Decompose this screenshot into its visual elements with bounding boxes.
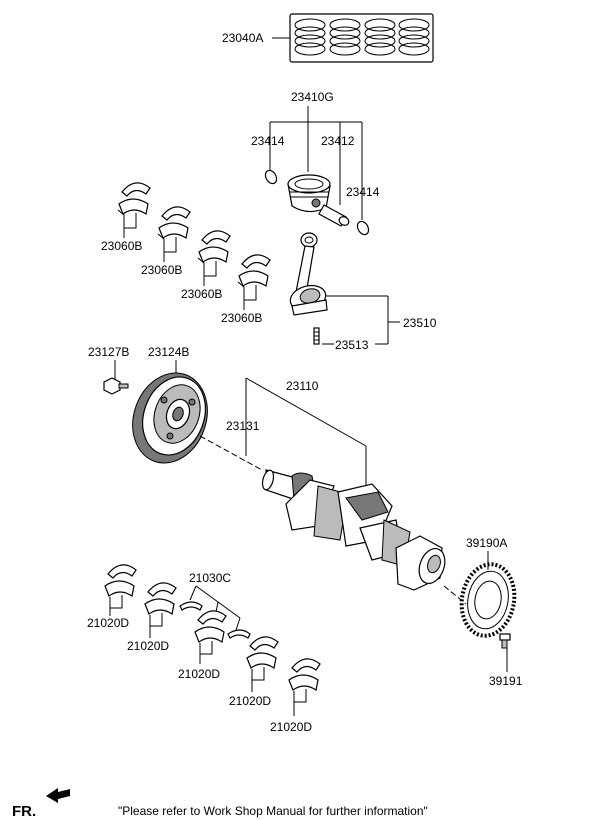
- piston-pin: [318, 204, 350, 227]
- label-39190A: 39190A: [466, 536, 507, 550]
- thrust-washer-left: [179, 601, 203, 611]
- piston: [287, 174, 331, 213]
- label-21030C: 21030C: [189, 571, 231, 585]
- label-23510: 23510: [403, 316, 437, 330]
- label-23131: 23131: [226, 419, 260, 433]
- label-23414-left: 23414: [251, 134, 285, 148]
- label-21020D-1: 21020D: [87, 616, 129, 630]
- reluctor-screw: [499, 633, 511, 649]
- main-bearing-1: [104, 564, 137, 597]
- label-21020D-5: 21020D: [270, 720, 312, 734]
- label-39191: 39191: [489, 674, 523, 688]
- front-arrow-icon: [46, 788, 70, 803]
- snap-ring-right: [356, 220, 370, 236]
- connecting-rod: [289, 232, 328, 316]
- rod-bearing-2: [158, 206, 191, 239]
- label-23040A: 23040A: [222, 31, 263, 45]
- label-21020D-3: 21020D: [178, 667, 220, 681]
- label-21020D-2: 21020D: [127, 639, 169, 653]
- label-23110: 23110: [286, 379, 319, 393]
- rod-bearing-4: [238, 254, 271, 287]
- rod-bearing-1: [118, 182, 151, 215]
- label-23127B: 23127B: [88, 345, 129, 359]
- rod-bearing-3: [198, 230, 231, 263]
- reluctor-ring: [459, 562, 517, 638]
- piston-ring-set: [289, 13, 434, 63]
- workshop-manual-note: "Please refer to Work Shop Manual for fu…: [118, 804, 428, 818]
- thrust-washer-right: [227, 629, 251, 639]
- crankshaft: [261, 469, 446, 591]
- label-23060B-1: 23060B: [101, 239, 142, 253]
- front-marker: FR.: [12, 803, 36, 820]
- main-bearing-5: [288, 658, 321, 691]
- pulley-bolt: [103, 377, 129, 395]
- crankshaft-pulley: [132, 372, 208, 464]
- snap-ring-left: [264, 169, 278, 185]
- rod-bolt: [313, 327, 320, 345]
- label-23124B: 23124B: [148, 345, 189, 359]
- main-bearing-4: [246, 636, 279, 669]
- label-21020D-4: 21020D: [229, 694, 271, 708]
- label-23060B-4: 23060B: [221, 311, 262, 325]
- label-23412: 23412: [321, 134, 355, 148]
- label-23410G: 23410G: [291, 90, 334, 104]
- label-23060B-2: 23060B: [141, 263, 182, 277]
- label-23060B-3: 23060B: [181, 287, 222, 301]
- main-bearing-3: [194, 610, 227, 643]
- main-bearing-2: [144, 582, 177, 615]
- label-23513: 23513: [335, 338, 369, 352]
- label-23414-right: 23414: [346, 185, 380, 199]
